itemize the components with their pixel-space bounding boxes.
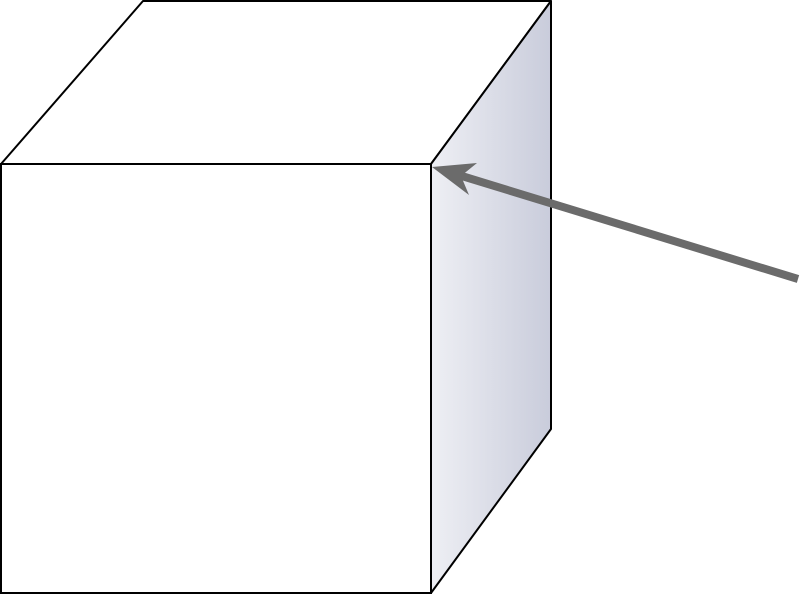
cube-front-face <box>0 163 432 594</box>
pointer-arrow <box>432 163 800 283</box>
arrow-head <box>432 163 477 195</box>
arrow-shaft <box>450 169 800 283</box>
